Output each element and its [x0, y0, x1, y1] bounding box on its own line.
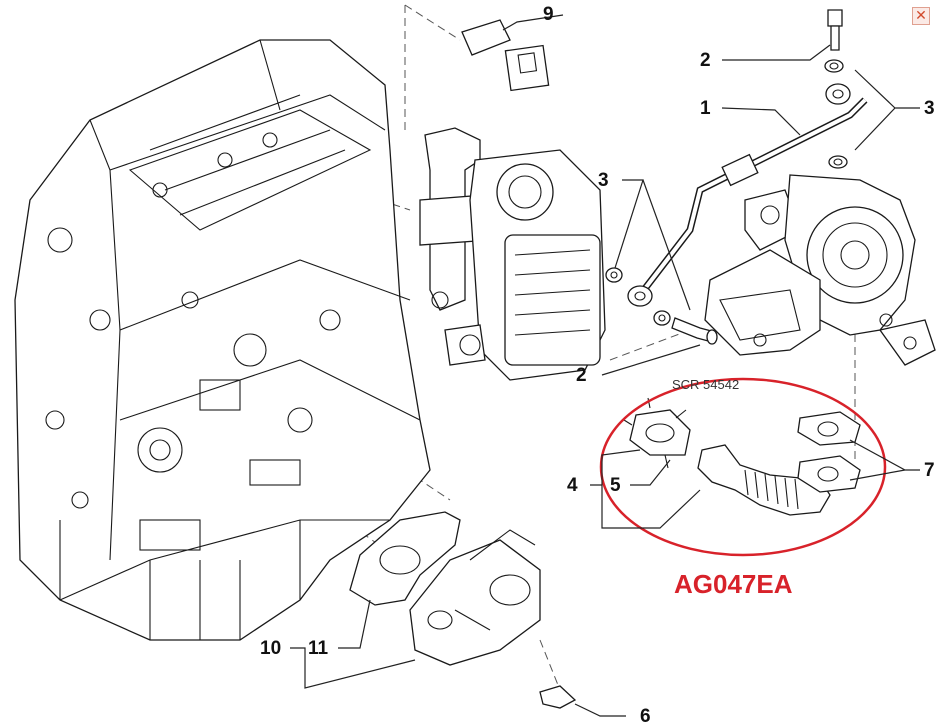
oil-feed-pipe-illustration — [627, 9, 868, 307]
sensor-illustration — [461, 19, 550, 92]
callout-2-top: 2 — [700, 50, 711, 71]
egr-valve-illustration — [349, 511, 577, 709]
turbocharger-illustration — [704, 174, 936, 366]
callout-3-right: 3 — [924, 98, 935, 119]
egr-pipe-and-gaskets-illustration — [623, 397, 861, 516]
reference-code: SCR 54542 — [672, 377, 739, 392]
callout-11: 11 — [308, 638, 329, 659]
highlight-ring — [599, 377, 887, 557]
close-icon[interactable]: ✕ — [912, 7, 930, 25]
callout-3-left: 3 — [598, 170, 609, 191]
callout-9: 9 — [543, 4, 554, 25]
callout-5: 5 — [610, 475, 621, 496]
high-pressure-pump-illustration — [419, 127, 606, 381]
washers-and-bolt-left — [605, 267, 718, 345]
part-number-label: AG047EA — [674, 569, 793, 599]
engine-block-illustration — [14, 39, 431, 641]
callout-7: 7 — [924, 460, 935, 481]
callout-1: 1 — [700, 98, 711, 119]
callout-labels: 9 2 1 3 3 2 7 4 5 10 11 6 — [260, 4, 935, 724]
callout-6: 6 — [640, 706, 651, 724]
callout-4: 4 — [567, 475, 578, 496]
callout-10: 10 — [260, 638, 281, 659]
callout-2-left: 2 — [576, 365, 587, 386]
leader-lines — [290, 14, 920, 717]
